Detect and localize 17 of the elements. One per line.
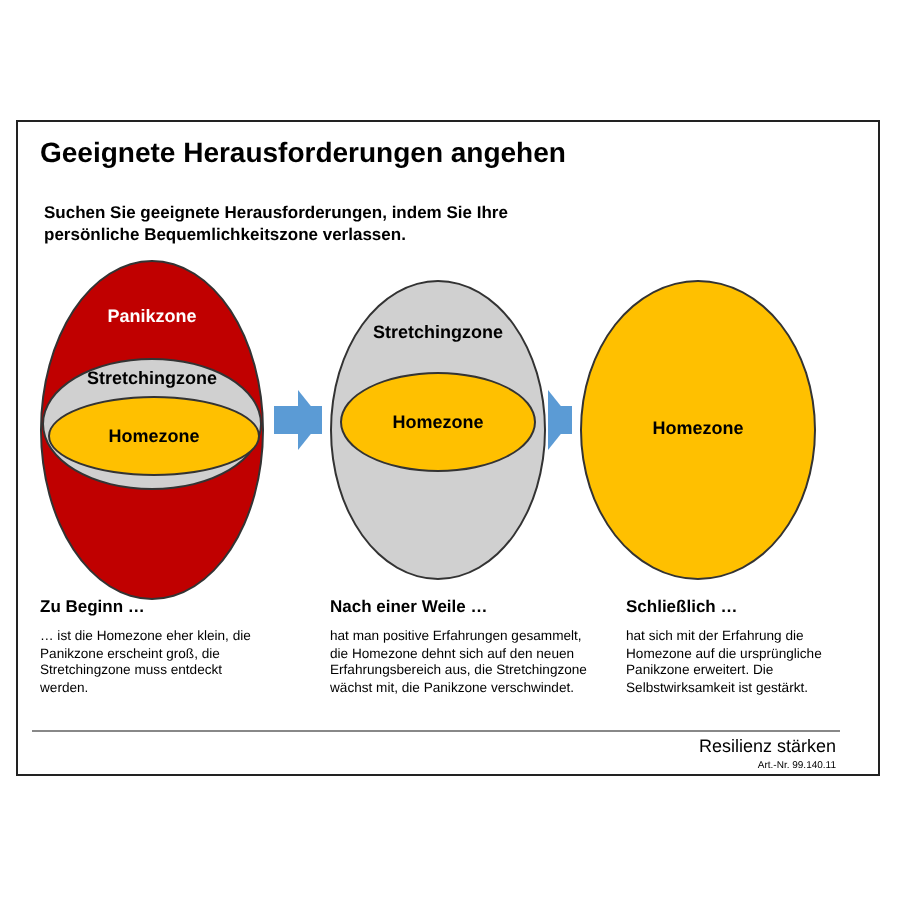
title: Geeignete Herausforderungen angehen [40,136,566,168]
zone-label: Stretchingzone [370,322,505,342]
footer-title: Resilienz stärken [696,736,836,756]
zone-label: Homezone [650,418,746,438]
zone-label: Panikzone [105,306,199,326]
zone-label: Homezone [106,426,202,446]
zone-ellipse [48,396,260,476]
zone-label: Stretchingzone [84,368,219,388]
caption-heading: Zu Beginn … [40,596,147,618]
block-arrow [548,390,572,450]
caption-heading: Schließlich … [626,596,740,618]
caption-heading: Nach einer Weile … [330,596,490,618]
zone-ellipse [42,358,262,490]
zone-label: Homezone [390,412,486,432]
block-arrow [274,390,322,450]
subtitle: Suchen Sie geeignete Herausforderungen, indem Sie Ihre persönliche Bequemlichkeitszone verlassen. [44,202,510,246]
zone-ellipse [340,372,536,472]
